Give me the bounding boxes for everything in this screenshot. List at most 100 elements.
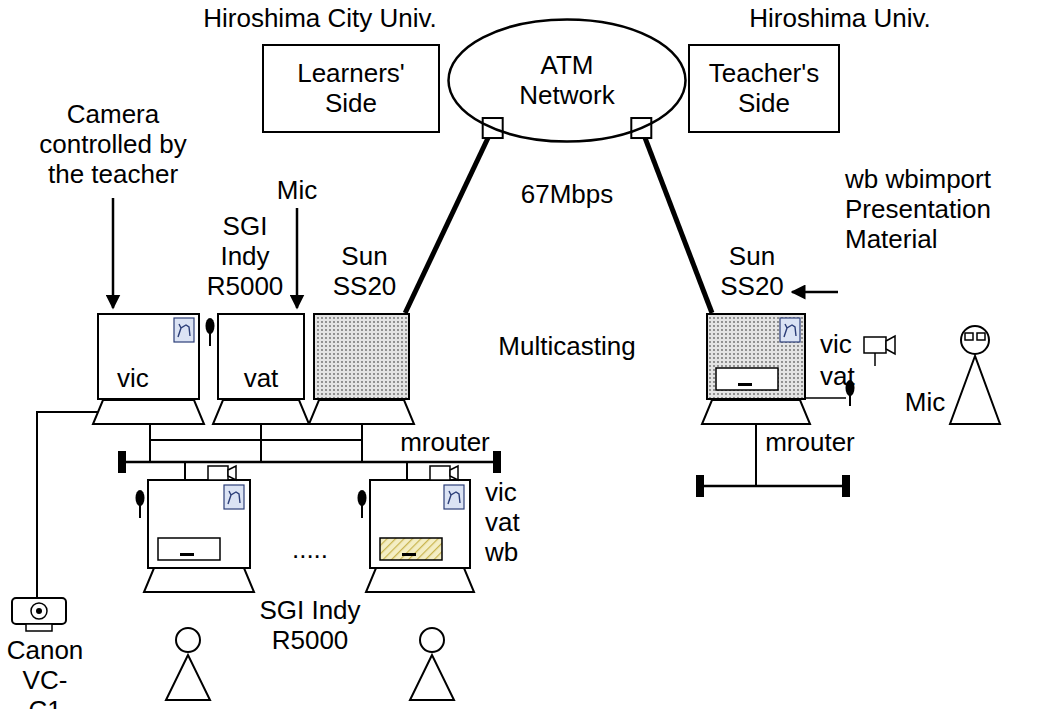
software-list: wb wbimport Presentation Material: [845, 165, 991, 255]
lan-drop: [184, 462, 186, 480]
text-slot: SGI Indy R5000: [207, 212, 284, 302]
microphone-cable: [806, 397, 846, 399]
label-slot: Canon VC-C1: [7, 636, 84, 709]
host-label: Sun SS20: [333, 242, 397, 302]
text-slot: Learners' Side: [297, 59, 405, 119]
text-slot: Sun SS20: [720, 242, 784, 302]
pointer-arrow: [792, 291, 838, 294]
workstation-base: [366, 568, 474, 592]
pointer-arrow: [296, 208, 299, 308]
microphone-stand: [209, 333, 211, 346]
microphone-stand: [849, 395, 851, 406]
person-head: [176, 628, 200, 652]
text-slot: Sun SS20: [333, 242, 397, 302]
lan-drop: [406, 462, 408, 480]
microphone: [206, 318, 215, 334]
window-bar: [180, 553, 194, 556]
annotation: Multicasting: [498, 332, 635, 362]
software-name: vat: [820, 362, 855, 392]
microphone: [358, 490, 367, 506]
app-icon: [780, 318, 800, 342]
microphone: [136, 490, 145, 506]
ellipse-outline: [449, 20, 686, 142]
label-slot: vic: [820, 330, 852, 360]
lan-drop: [361, 424, 363, 462]
camera-stand: [874, 353, 876, 366]
label-slot: vat: [820, 362, 855, 392]
network-link: [405, 128, 493, 313]
label-slot: .....: [292, 535, 328, 565]
site-box: Teacher's Side: [688, 44, 840, 133]
video-camera: [430, 466, 450, 480]
lan-drop: [755, 424, 757, 486]
ptz-camera: [12, 598, 66, 624]
site-label: Hiroshima City Univ.: [203, 4, 437, 34]
video-camera: [864, 337, 886, 353]
app-window: [380, 538, 442, 560]
app-window: [716, 368, 778, 390]
site-box: Learners' Side: [262, 44, 440, 133]
bus-terminator: [696, 475, 704, 497]
camera-cable: [37, 412, 98, 598]
host-label: SGI Indy R5000: [207, 212, 284, 302]
text-slot: vic: [117, 364, 149, 394]
workstation-screen: [370, 480, 470, 568]
router-label: mrouter: [765, 428, 855, 458]
camera-lens: [886, 336, 895, 354]
ellipsis: .....: [292, 535, 328, 565]
window-bar: [402, 553, 416, 556]
glasses: [965, 333, 973, 340]
camera-lens: [36, 608, 42, 614]
bus-terminator: [118, 451, 126, 473]
workstation-screen: SGI Indy R5000vat: [217, 313, 305, 400]
network-link: [641, 128, 712, 313]
camera-lens: [450, 466, 458, 480]
workstation-base: [144, 568, 254, 592]
label-slot: Multicasting: [498, 332, 635, 362]
workstation-base: [309, 400, 414, 424]
screen-fill: [313, 313, 410, 400]
app-icon: [174, 318, 194, 342]
lan-link: [150, 439, 362, 441]
software-name: vic: [117, 364, 149, 394]
camera-lens: [31, 603, 47, 619]
device-label: Mic: [277, 176, 317, 206]
link-speed: 67Mbps: [521, 180, 614, 210]
video-camera: [208, 466, 228, 480]
software-name: vic: [820, 330, 852, 360]
app-icon: [444, 485, 464, 509]
workstation-base: [702, 400, 810, 424]
text-slot: vat: [219, 364, 303, 394]
person-body: [950, 356, 1000, 424]
workstation-base: [213, 400, 309, 424]
ethernet-bus: [700, 485, 846, 488]
label-slot: mrouter: [400, 428, 490, 458]
microphone-stand: [361, 505, 363, 518]
camera-lens: [228, 466, 236, 480]
label-slot: Mic: [277, 176, 317, 206]
label-slot: Hiroshima City Univ.: [203, 4, 437, 34]
device-label: Mic: [905, 388, 945, 418]
router-label: mrouter: [400, 428, 490, 458]
label-slot: 67Mbps: [521, 180, 614, 210]
screen-fill: [706, 313, 806, 400]
lan-drop: [149, 424, 151, 462]
network-name: ATM Network: [519, 51, 614, 111]
ethernet-bus: [122, 461, 497, 464]
software-name: vat: [219, 364, 303, 394]
workstation-screen: vic: [97, 313, 200, 400]
text-slot: ATM Network: [519, 51, 614, 111]
person-head: [420, 628, 444, 652]
label-slot: wb wbimport Presentation Material: [845, 165, 991, 255]
host-label: SGI Indy R5000: [240, 596, 380, 656]
label-slot: mrouter: [765, 428, 855, 458]
site-label: Hiroshima Univ.: [749, 4, 931, 34]
person-body: [166, 655, 210, 700]
text-slot: Teacher's Side: [709, 59, 819, 119]
label-slot: Mic: [905, 388, 945, 418]
microphone-stand: [139, 505, 141, 518]
person-body: [410, 655, 454, 700]
workstation-screen: [148, 480, 250, 568]
annotation: Camera controlled by the teacher: [26, 100, 201, 190]
workstation-base: [93, 400, 204, 424]
